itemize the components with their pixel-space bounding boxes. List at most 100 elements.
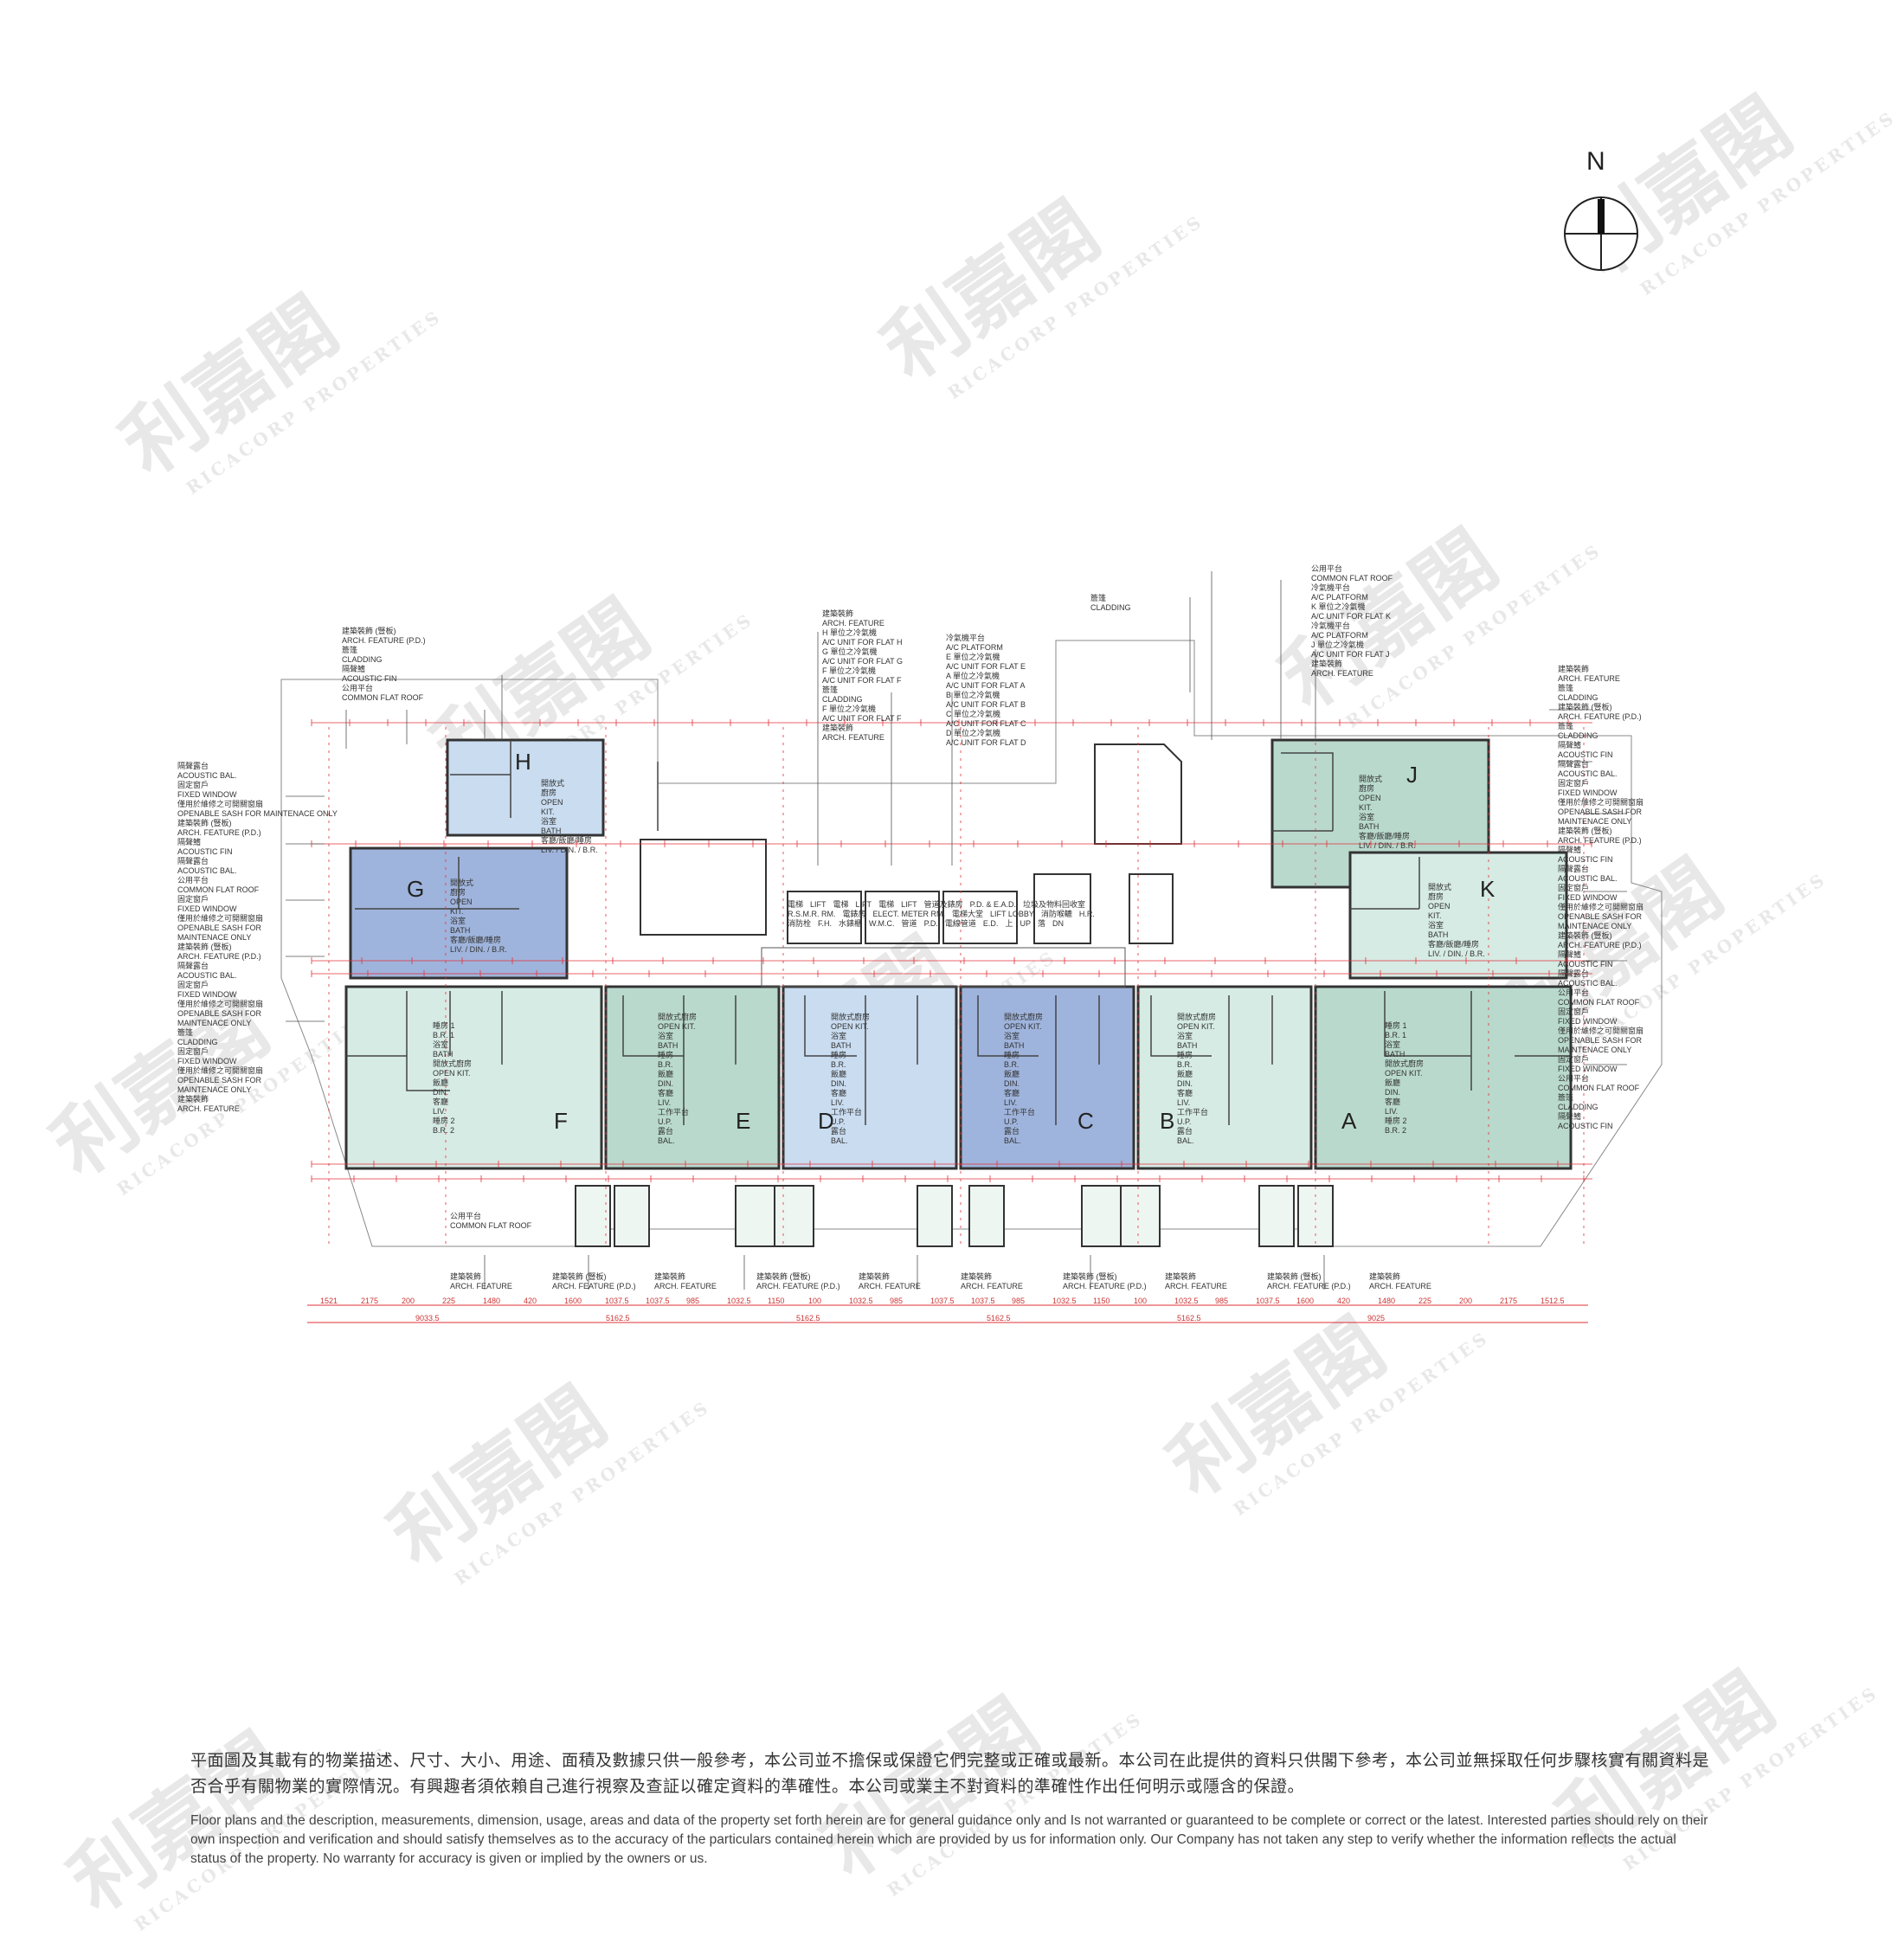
label-line: 建築裝飾 (豎板) bbox=[1558, 827, 1612, 835]
label-line: KIT. bbox=[450, 907, 464, 916]
core-label: LIFT LOBBY bbox=[990, 910, 1034, 918]
lift-lobby bbox=[761, 947, 1126, 988]
flat-K-fill bbox=[1348, 851, 1568, 980]
label-line: DIN. bbox=[433, 1088, 448, 1097]
label-line: 固定窗戶 bbox=[1558, 1007, 1590, 1016]
label-line: BAL. bbox=[658, 1136, 675, 1145]
label-line: F 單位之冷氣機 bbox=[822, 705, 876, 713]
label-line: 開放式 bbox=[1359, 775, 1383, 783]
bottom-label: 建築裝飾 (豎板) bbox=[552, 1272, 607, 1281]
core-label: 水錶櫃 bbox=[839, 919, 863, 928]
label-line: ARCH. FEATURE bbox=[822, 619, 884, 627]
label-line: 客廳 bbox=[433, 1097, 449, 1106]
label-line: H 單位之冷氣機 bbox=[822, 628, 878, 637]
label-line: U.P. bbox=[1177, 1117, 1192, 1126]
label-line: ACOUSTIC FIN bbox=[177, 847, 233, 856]
label-line: BATH bbox=[1359, 822, 1380, 831]
label-line: OPENABLE SASH FOR bbox=[177, 1009, 262, 1018]
dimension-value: 1150 bbox=[1093, 1297, 1110, 1305]
label-line: 露台 bbox=[1177, 1127, 1193, 1136]
label-line: 建築裝飾 (豎板) bbox=[1558, 931, 1612, 940]
disclaimer-en: Floor plans and the description, measure… bbox=[190, 1813, 1708, 1866]
label-line: CLADDING bbox=[1558, 731, 1598, 740]
label-line: A/C PLATFORM bbox=[946, 643, 1003, 652]
label-line: 僅用於維修之可開關窗扇 bbox=[1558, 903, 1644, 911]
label-line: ARCH. FEATURE (P.D.) bbox=[1558, 712, 1642, 721]
label-line: CLADDING bbox=[822, 695, 863, 704]
label-line: J 單位之冷氣機 bbox=[1311, 640, 1365, 649]
dimension-value: 985 bbox=[890, 1297, 904, 1305]
label-line: 浴室 bbox=[1004, 1032, 1020, 1040]
label-line: 冷氣機平台 bbox=[1311, 621, 1351, 630]
label-line: BATH bbox=[1385, 1050, 1405, 1059]
label-line: A/C UNIT FOR FLAT H bbox=[822, 638, 903, 647]
label-line: LIV. bbox=[1004, 1098, 1018, 1107]
label-line: 僅用於維修之可開關窗扇 bbox=[1558, 1026, 1644, 1035]
label-line: 隔聲露台 bbox=[1558, 865, 1590, 873]
north-compass bbox=[1564, 196, 1638, 271]
label-line: 飯廳 bbox=[1385, 1078, 1401, 1087]
label-line: 客廳 bbox=[1177, 1089, 1193, 1097]
label-line: ARCH. FEATURE bbox=[1311, 669, 1373, 678]
label-line: 簷篷 bbox=[1558, 722, 1574, 730]
label-line: BATH bbox=[831, 1041, 852, 1050]
bottom-label: ARCH. FEATURE (P.D.) bbox=[1063, 1282, 1147, 1290]
label-line: 飯廳 bbox=[831, 1070, 847, 1078]
bottom-label: 建築裝飾 (豎板) bbox=[1063, 1272, 1117, 1281]
label-line: A/C UNIT FOR FLAT G bbox=[822, 657, 904, 666]
label-line: 浴室 bbox=[541, 817, 557, 826]
label-line: 僅用於維修之可開關窗扇 bbox=[177, 800, 264, 808]
label-line: 冷氣機平台 bbox=[946, 634, 986, 642]
label-line: OPENABLE SASH FOR bbox=[177, 1076, 262, 1084]
label-line: 廚房 bbox=[1428, 892, 1444, 901]
label-line: 建築裝飾 (豎板) bbox=[1558, 703, 1612, 711]
label-line: 睡房 2 bbox=[433, 1117, 455, 1125]
bottom-label: 建築裝飾 bbox=[1369, 1272, 1401, 1281]
label-line: 隔聲鰭 bbox=[1558, 950, 1582, 959]
labels-bottom: 建築裝飾ARCH. FEATURE建築裝飾 (豎板)ARCH. FEATURE … bbox=[450, 1272, 1471, 1291]
flat-B-fill bbox=[1136, 985, 1313, 1170]
label-line: 開放式 bbox=[450, 878, 474, 887]
core-label: 落 bbox=[1037, 919, 1045, 928]
dimension-value: 985 bbox=[1215, 1297, 1229, 1305]
label-line: ACOUSTIC BAL. bbox=[177, 971, 237, 980]
label-line: ARCH. FEATURE (P.D.) bbox=[1558, 941, 1642, 949]
label-line: CLADDING bbox=[1090, 603, 1131, 612]
dimension-value: 1600 bbox=[1296, 1297, 1315, 1305]
label-line: B.R. 1 bbox=[1385, 1031, 1407, 1039]
label-line: OPEN KIT. bbox=[1177, 1022, 1215, 1031]
flat-A-fill bbox=[1314, 985, 1573, 1170]
label-line: OPENABLE SASH FOR bbox=[177, 924, 262, 932]
label-line: 建築裝飾 (豎板) bbox=[177, 819, 232, 827]
label-line: 客廳 bbox=[1004, 1089, 1020, 1097]
label-line: 開放式廚房 bbox=[658, 1013, 698, 1021]
flat-label-H: H bbox=[515, 749, 531, 775]
core-label: DN bbox=[1052, 919, 1064, 928]
pd-room bbox=[1033, 873, 1091, 944]
label-line: 建築裝飾 bbox=[822, 609, 854, 618]
label-line: A/C PLATFORM bbox=[1311, 631, 1368, 640]
label-line: E 單位之冷氣機 bbox=[946, 653, 1000, 661]
label-line: 飯廳 bbox=[658, 1070, 674, 1078]
label-line: ACOUSTIC BAL. bbox=[177, 866, 237, 875]
label-line: 隔聲鰭 bbox=[342, 665, 366, 673]
label-line: ARCH. FEATURE (P.D.) bbox=[177, 952, 261, 961]
label-line: 隔聲鰭 bbox=[1558, 1112, 1582, 1121]
label-line: 建築裝飾 bbox=[177, 1095, 209, 1104]
bottom-label: 建築裝飾 (豎板) bbox=[1267, 1272, 1322, 1281]
core-label: LIFT bbox=[810, 900, 827, 909]
label-line: 露台 bbox=[831, 1127, 847, 1136]
label-line: 浴室 bbox=[658, 1032, 674, 1040]
disclaimer-zh: 平面圖及其載有的物業描述、尺寸、大小、用途、面積及數據只供一般參考，本公司並不擔… bbox=[190, 1752, 1710, 1796]
label-line: OPEN KIT. bbox=[831, 1022, 869, 1031]
label-line: B.R. bbox=[658, 1060, 673, 1069]
label-line: DIN. bbox=[1385, 1088, 1400, 1097]
label-line: 飯廳 bbox=[433, 1078, 449, 1087]
label-line: COMMON FLAT ROOF bbox=[1311, 574, 1393, 582]
bottom-label: 建築裝飾 bbox=[1165, 1272, 1197, 1281]
